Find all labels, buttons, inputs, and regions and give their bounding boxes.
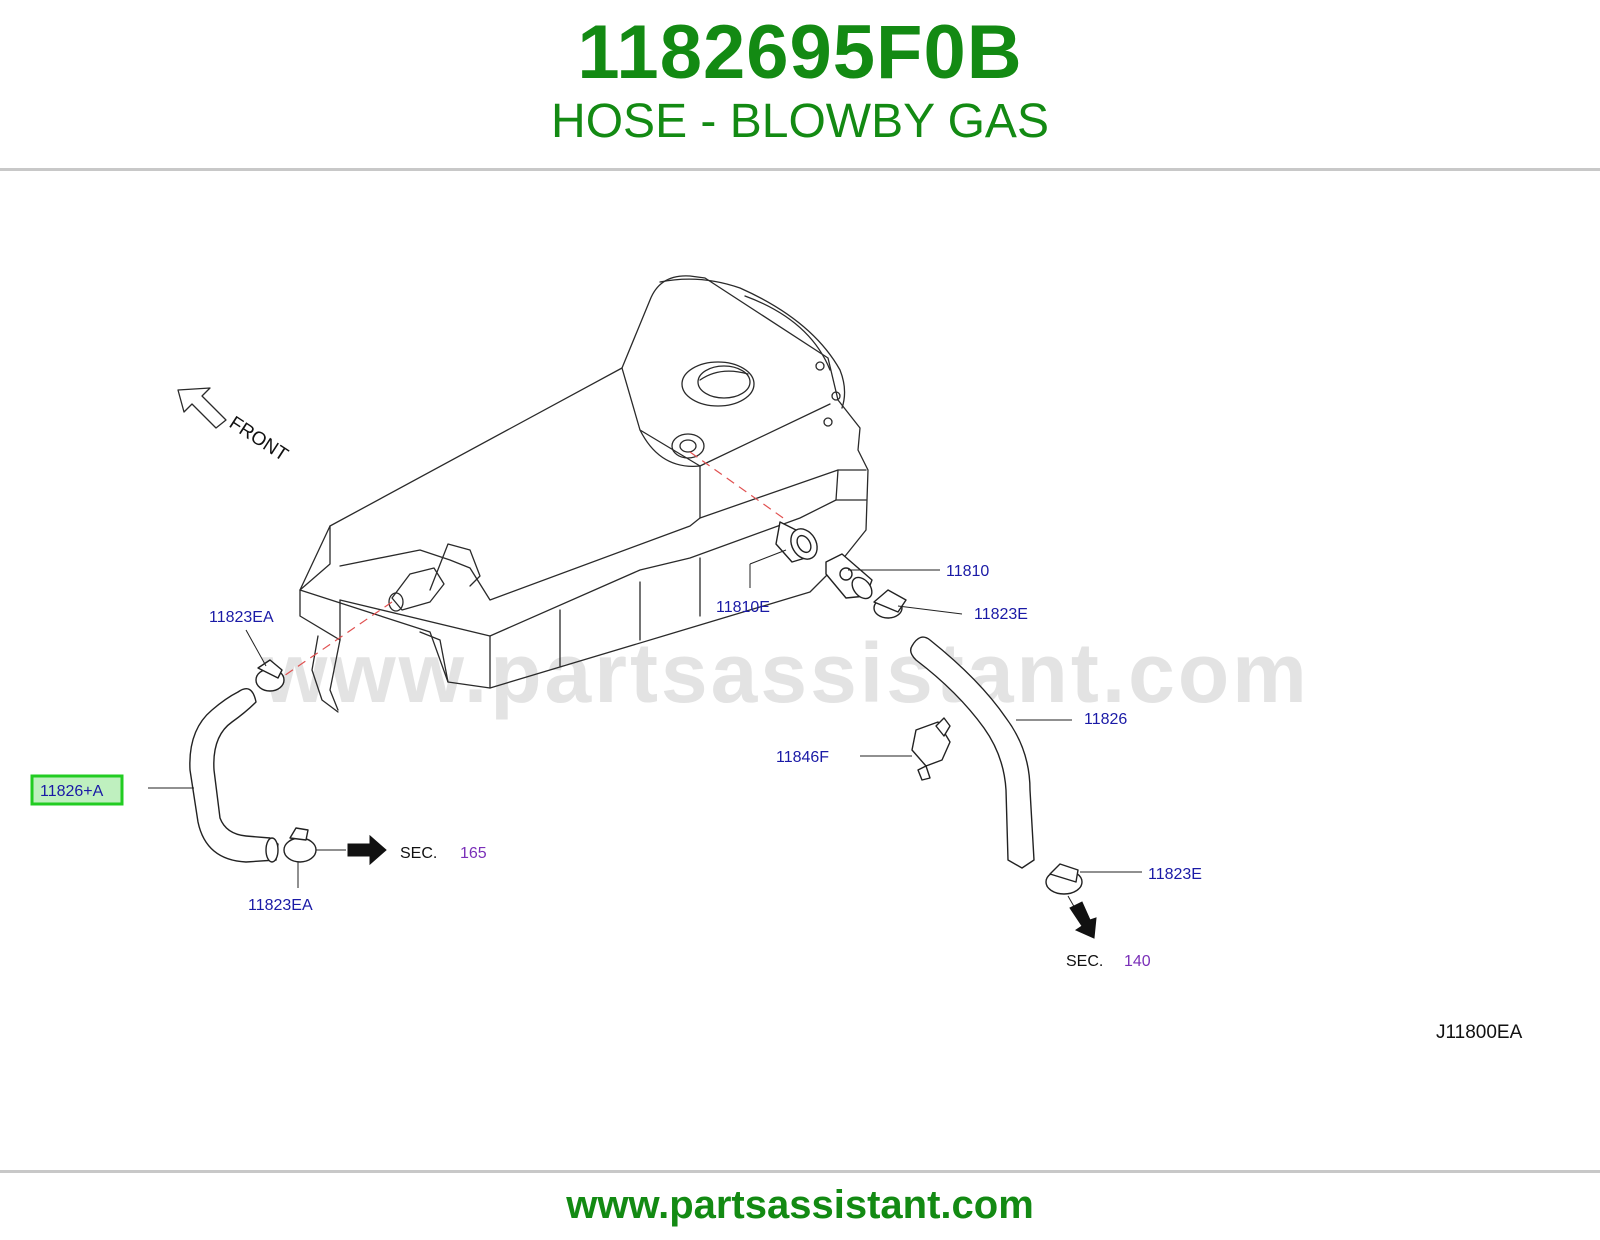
footer-website-link[interactable]: www.partsassistant.com [566,1183,1034,1227]
callout-11823EA-top[interactable]: 11823EA [209,609,274,626]
page-header: 1182695F0B HOSE - BLOWBY GAS [0,0,1600,168]
callout-11823EA-bottom[interactable]: 11823EA [248,897,313,914]
alignment-line-right [689,451,787,521]
callout-11826A[interactable]: 11826+A [40,783,104,800]
callout-11810E[interactable]: 11810E [716,599,770,616]
hose-11826A-left [148,688,279,863]
header-divider [0,168,1600,171]
callout-11823E-bottom[interactable]: 11823E [1148,866,1202,883]
sec-label-right: SEC. [1066,953,1103,970]
part-number-title: 1182695F0B [577,10,1023,95]
callout-11810[interactable]: 11810 [946,563,989,580]
figure-reference: J11800EA [1436,1022,1523,1043]
clip-11846F [860,717,951,781]
hose-11826-right [909,636,1072,869]
part-name-subtitle: HOSE - BLOWBY GAS [551,95,1049,148]
clamp-11823EA-bottom [283,827,346,888]
callout-11846F[interactable]: 11846F [776,749,829,766]
front-direction-arrow: FRONT [177,387,292,466]
arrow-sec-140 [1067,895,1097,939]
clamp-11823EA-top [245,629,285,692]
diagram-canvas: www.partsassistant.com FRONT [30,275,1523,1043]
sec-label-left: SEC. [400,845,437,862]
front-label: FRONT [225,413,292,466]
footer-divider [0,1170,1600,1173]
pcv-valve-11810 [825,553,940,600]
arrow-sec-165 [347,834,387,866]
clamp-11823E-top [873,589,963,619]
watermark-text: www.partsassistant.com [261,626,1310,720]
alignment-line-left [277,601,393,681]
callout-11823E-top[interactable]: 11823E [974,606,1028,623]
parts-diagram: www.partsassistant.com FRONT [0,170,1600,1170]
engine-cover-drawing [299,275,869,713]
sec-number-165[interactable]: 165 [460,845,487,862]
clamp-11823E-bottom [1045,863,1142,895]
sec-number-140[interactable]: 140 [1124,953,1151,970]
selected-part-highlight [30,774,124,806]
grommet-11810E [749,521,818,588]
callout-11826[interactable]: 11826 [1084,711,1127,728]
